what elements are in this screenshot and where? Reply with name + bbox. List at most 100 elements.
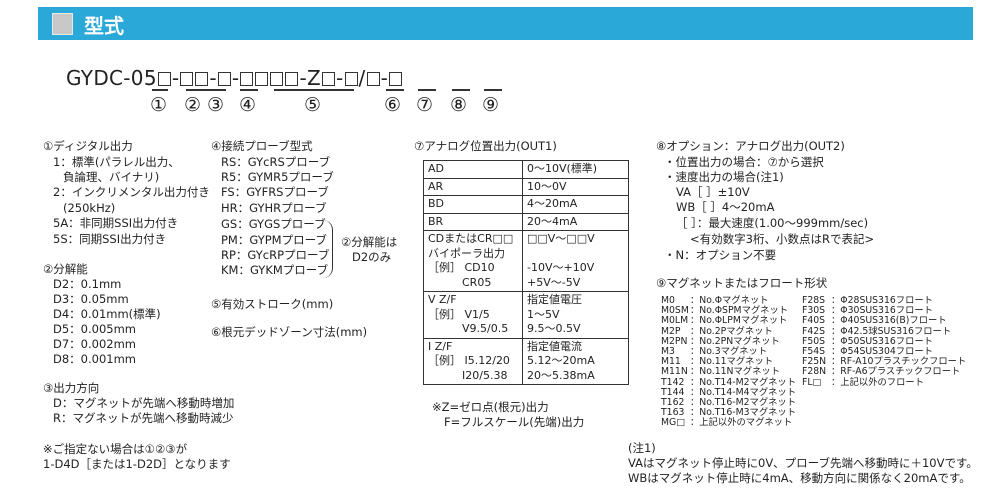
default-note: 1-D4D［または1-D2D］となります bbox=[43, 457, 231, 471]
list-item: F28N：RF-A6プラスチックフロート bbox=[802, 367, 966, 377]
code-separator: -Z bbox=[299, 66, 321, 90]
brace-note: D2のみ bbox=[352, 250, 392, 264]
item-code: F30S bbox=[802, 305, 826, 317]
list-item: M11N：No.11Nマグネット bbox=[661, 367, 796, 377]
code-box-4 bbox=[217, 72, 231, 86]
item-code: M11N bbox=[661, 366, 688, 378]
item-description: ：RF-A10プラスチックフロート bbox=[831, 356, 967, 368]
code-separator: - bbox=[335, 66, 344, 90]
list-item: T144：No.T14-M4マグネット bbox=[661, 387, 796, 398]
sec1-line: 1：標準(パラレル出力、 bbox=[53, 155, 180, 169]
item-code: M2PN bbox=[661, 335, 688, 347]
code-separator: - bbox=[231, 66, 240, 90]
sec2-line: D3：0.05mm bbox=[53, 292, 129, 306]
sec6-title: ⑥根元デッドゾーン寸法(mm) bbox=[211, 325, 368, 339]
section-title: 型式 bbox=[84, 14, 124, 38]
brace-icon bbox=[322, 220, 333, 278]
item-code: F50S bbox=[802, 335, 826, 347]
code-box-5c bbox=[270, 72, 284, 86]
sec4-line: FS：GYFRSプローブ bbox=[221, 185, 329, 199]
underline-8 bbox=[452, 89, 470, 91]
default-note: ※ご指定ない場合は①②③が bbox=[43, 442, 188, 456]
sec4-line: PM：GYPMプローブ bbox=[221, 233, 327, 247]
item-description: ：Φ42.5球SUS316フロート bbox=[831, 325, 952, 337]
item-code: T162 bbox=[661, 397, 685, 409]
item-description: ：Φ30SUS316フロート bbox=[831, 305, 933, 317]
underline-7 bbox=[418, 89, 436, 91]
item-code: M2P bbox=[661, 325, 681, 337]
item-description: ：No.11マグネット bbox=[690, 356, 774, 368]
code-box-8 bbox=[366, 72, 380, 86]
item-code: F28S bbox=[802, 295, 826, 306]
code-box-5a bbox=[240, 72, 254, 86]
code-box-5b bbox=[255, 72, 269, 86]
sec8-line: ・位置出力の場合：⑦から選択 bbox=[664, 155, 824, 169]
item-code: F54S bbox=[802, 346, 826, 358]
list-item: FL□：上記以外のフロート bbox=[802, 376, 966, 388]
item-description: ：No.Φマグネット bbox=[690, 295, 769, 306]
item-code: M0 bbox=[661, 295, 675, 306]
sec8-line: ［ ］：最大速度(1.00～999mm/sec) bbox=[676, 216, 869, 230]
sec2-line: D7：0.002mm bbox=[53, 337, 136, 351]
circled-number-4: ④ bbox=[239, 94, 257, 116]
sec2-line: D2：0.1mm bbox=[53, 277, 122, 291]
item-description: ：上記以外のフロート bbox=[831, 376, 924, 388]
model-code-prefix: GYDC-05 bbox=[66, 66, 157, 90]
item-description: ：No.ΦLPMマグネット bbox=[690, 315, 788, 327]
item-description: ：No.T16-M3マグネット bbox=[690, 407, 797, 419]
list-item: M0 ：No.Φマグネット bbox=[661, 295, 796, 306]
item-code: T142 bbox=[661, 376, 685, 388]
list-item: M0LM：No.ΦLPMマグネット bbox=[661, 316, 796, 326]
list-item: M2P ：No.2Pマグネット bbox=[661, 325, 796, 337]
list-item: F54S：Φ54SUS304フロート bbox=[802, 346, 966, 358]
item-description: ：No.ΦSPMマグネット bbox=[690, 305, 789, 317]
item-code: M0LM bbox=[661, 315, 689, 327]
item-description: ：Φ28SUS316フロート bbox=[831, 295, 933, 306]
sec8-line: ・N：オプション不要 bbox=[664, 248, 777, 262]
list-item: F50S：Φ50SUS316フロート bbox=[802, 335, 966, 347]
code-separator: - bbox=[380, 66, 389, 90]
sec1-line: (250kHz) bbox=[63, 201, 116, 215]
list-item: MG□ ：上記以外のマグネット bbox=[661, 418, 796, 428]
sec1-line: 5S：同期SSI出力付き bbox=[53, 232, 167, 246]
code-separator: - bbox=[209, 66, 217, 90]
item-code: F25N bbox=[802, 356, 827, 368]
circled-number-2: ② bbox=[184, 94, 202, 116]
item-description: ：Φ40SUS316(B)フロート bbox=[831, 315, 947, 327]
sec2-line: D5：0.005mm bbox=[53, 322, 136, 336]
underline-2-3 bbox=[186, 89, 226, 91]
circled-number-7: ⑦ bbox=[416, 94, 434, 116]
underline-1 bbox=[152, 89, 168, 91]
sec5-title: ⑤有効ストローク(mm) bbox=[211, 297, 334, 311]
underline-5 bbox=[274, 89, 354, 91]
item-description: ：上記以外のマグネット bbox=[690, 417, 793, 429]
code-box-1 bbox=[157, 72, 171, 86]
list-item: M3：No.3マグネット bbox=[661, 346, 796, 357]
sec1-line: 負論理、バイナリ) bbox=[63, 170, 160, 184]
item-code: MG□ bbox=[661, 417, 686, 429]
underline-9 bbox=[484, 89, 502, 91]
sec1-title: ①ディジタル出力 bbox=[43, 139, 133, 153]
sec4-line: KM：GYKMプローブ bbox=[221, 263, 329, 277]
sec2-line: D4：0.01mm(標準) bbox=[53, 307, 161, 321]
circled-number-6: ⑥ bbox=[384, 94, 402, 116]
item-description: ：No.2Pマグネット bbox=[690, 325, 773, 337]
item-code: M0SM bbox=[661, 305, 689, 317]
sec4-title: ④接続プローブ型式 bbox=[211, 139, 313, 153]
item-description: ：No.T14-M2マグネット bbox=[690, 376, 797, 388]
item-description: ：RF-A6プラスチックフロート bbox=[831, 366, 961, 378]
section-header: 型式 bbox=[38, 7, 973, 40]
sec4-line: RS：GYcRSプローブ bbox=[221, 155, 331, 169]
sec4-line: R5：GYMR5プローブ bbox=[221, 170, 334, 184]
circled-number-9: ⑨ bbox=[482, 94, 500, 116]
sec7-note: ※Z=ゼロ点(根元)出力 bbox=[432, 400, 549, 414]
circled-number-3: ③ bbox=[207, 94, 225, 116]
code-box-2 bbox=[180, 72, 194, 86]
